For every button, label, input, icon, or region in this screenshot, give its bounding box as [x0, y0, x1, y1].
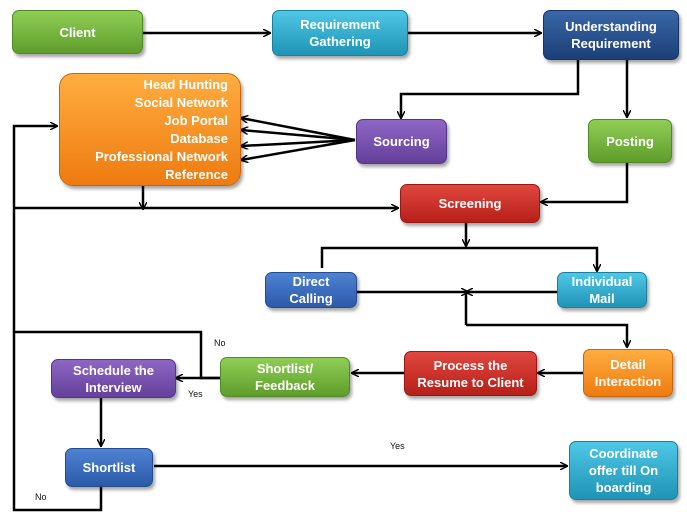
schedule-interview-box: Schedule the Interview: [51, 359, 176, 398]
client-box: Client: [12, 10, 143, 54]
process-resume-box: Process the Resume to Client: [404, 351, 537, 396]
shortlist-feedback-box: Shortlist/ Feedback: [220, 357, 350, 397]
requirement-gathering-box: Requirement Gathering: [272, 10, 408, 56]
individual-mail-box: Individual Mail: [557, 272, 647, 308]
source-reference: Reference: [165, 167, 228, 182]
edge-label-feedback-no: No: [214, 338, 226, 348]
individual-mail-label: Individual Mail: [571, 274, 633, 306]
posting-box: Posting: [588, 119, 672, 163]
detail-interaction-label: Detail Interaction: [594, 357, 662, 389]
posting-label: Posting: [606, 133, 654, 149]
direct-calling-label: Direct Calling: [289, 274, 333, 306]
direct-calling-box: Direct Calling: [265, 272, 357, 308]
source-social-network: Social Network: [134, 95, 228, 110]
screening-label: Screening: [438, 196, 502, 211]
edge-label-shortlist-yes: Yes: [390, 441, 405, 451]
understanding-requirement-box: Understanding Requirement: [543, 10, 679, 60]
arrow-merge-to-detail: [466, 323, 627, 347]
client-label: Client: [59, 24, 96, 40]
sourcing-label: Sourcing: [373, 134, 430, 149]
arrow-shortlist-no: [12, 126, 103, 512]
arrow-to-direct-calling: [320, 246, 597, 271]
source-database: Database: [170, 131, 228, 146]
detail-interaction-box: Detail Interaction: [583, 349, 673, 397]
arrow-understanding-to-sourcing: [401, 60, 580, 118]
arrow-sourcing-to-sources-2: [241, 130, 356, 142]
sourcing-box: Sourcing: [356, 119, 447, 164]
edge-label-shortlist-no: No: [35, 492, 47, 502]
source-job-portal: Job Portal: [164, 113, 228, 128]
coordinate-offer-label: Coordinate offer till On boarding: [588, 446, 659, 495]
screening-box: Screening: [400, 184, 540, 223]
source-professional-network: Professional Network: [95, 149, 228, 164]
sources-list: Head Hunting Social Network Job Portal D…: [95, 76, 228, 184]
process-resume-label: Process the Resume to Client: [417, 357, 524, 390]
schedule-interview-label: Schedule the Interview: [73, 362, 154, 395]
understanding-requirement-label: Understanding Requirement: [565, 19, 657, 51]
requirement-gathering-label: Requirement Gathering: [300, 17, 380, 49]
arrow-sourcing-to-sources-4: [241, 138, 356, 160]
arrow-sourcing-to-sources-3: [241, 138, 356, 146]
arrow-posting-to-screening: [541, 163, 629, 202]
shortlist-label: Shortlist: [82, 460, 136, 475]
arrow-feedback-no: [14, 330, 220, 380]
source-head-hunting: Head Hunting: [143, 77, 229, 92]
arrow-sourcing-to-sources-1: [241, 118, 356, 142]
coordinate-offer-box: Coordinate offer till On boarding: [569, 441, 678, 500]
shortlist-feedback-label: Shortlist/ Feedback: [255, 361, 315, 393]
edge-label-feedback-yes: Yes: [188, 389, 203, 399]
shortlist-box: Shortlist: [65, 448, 153, 487]
sources-box: Head Hunting Social Network Job Portal D…: [59, 73, 241, 186]
